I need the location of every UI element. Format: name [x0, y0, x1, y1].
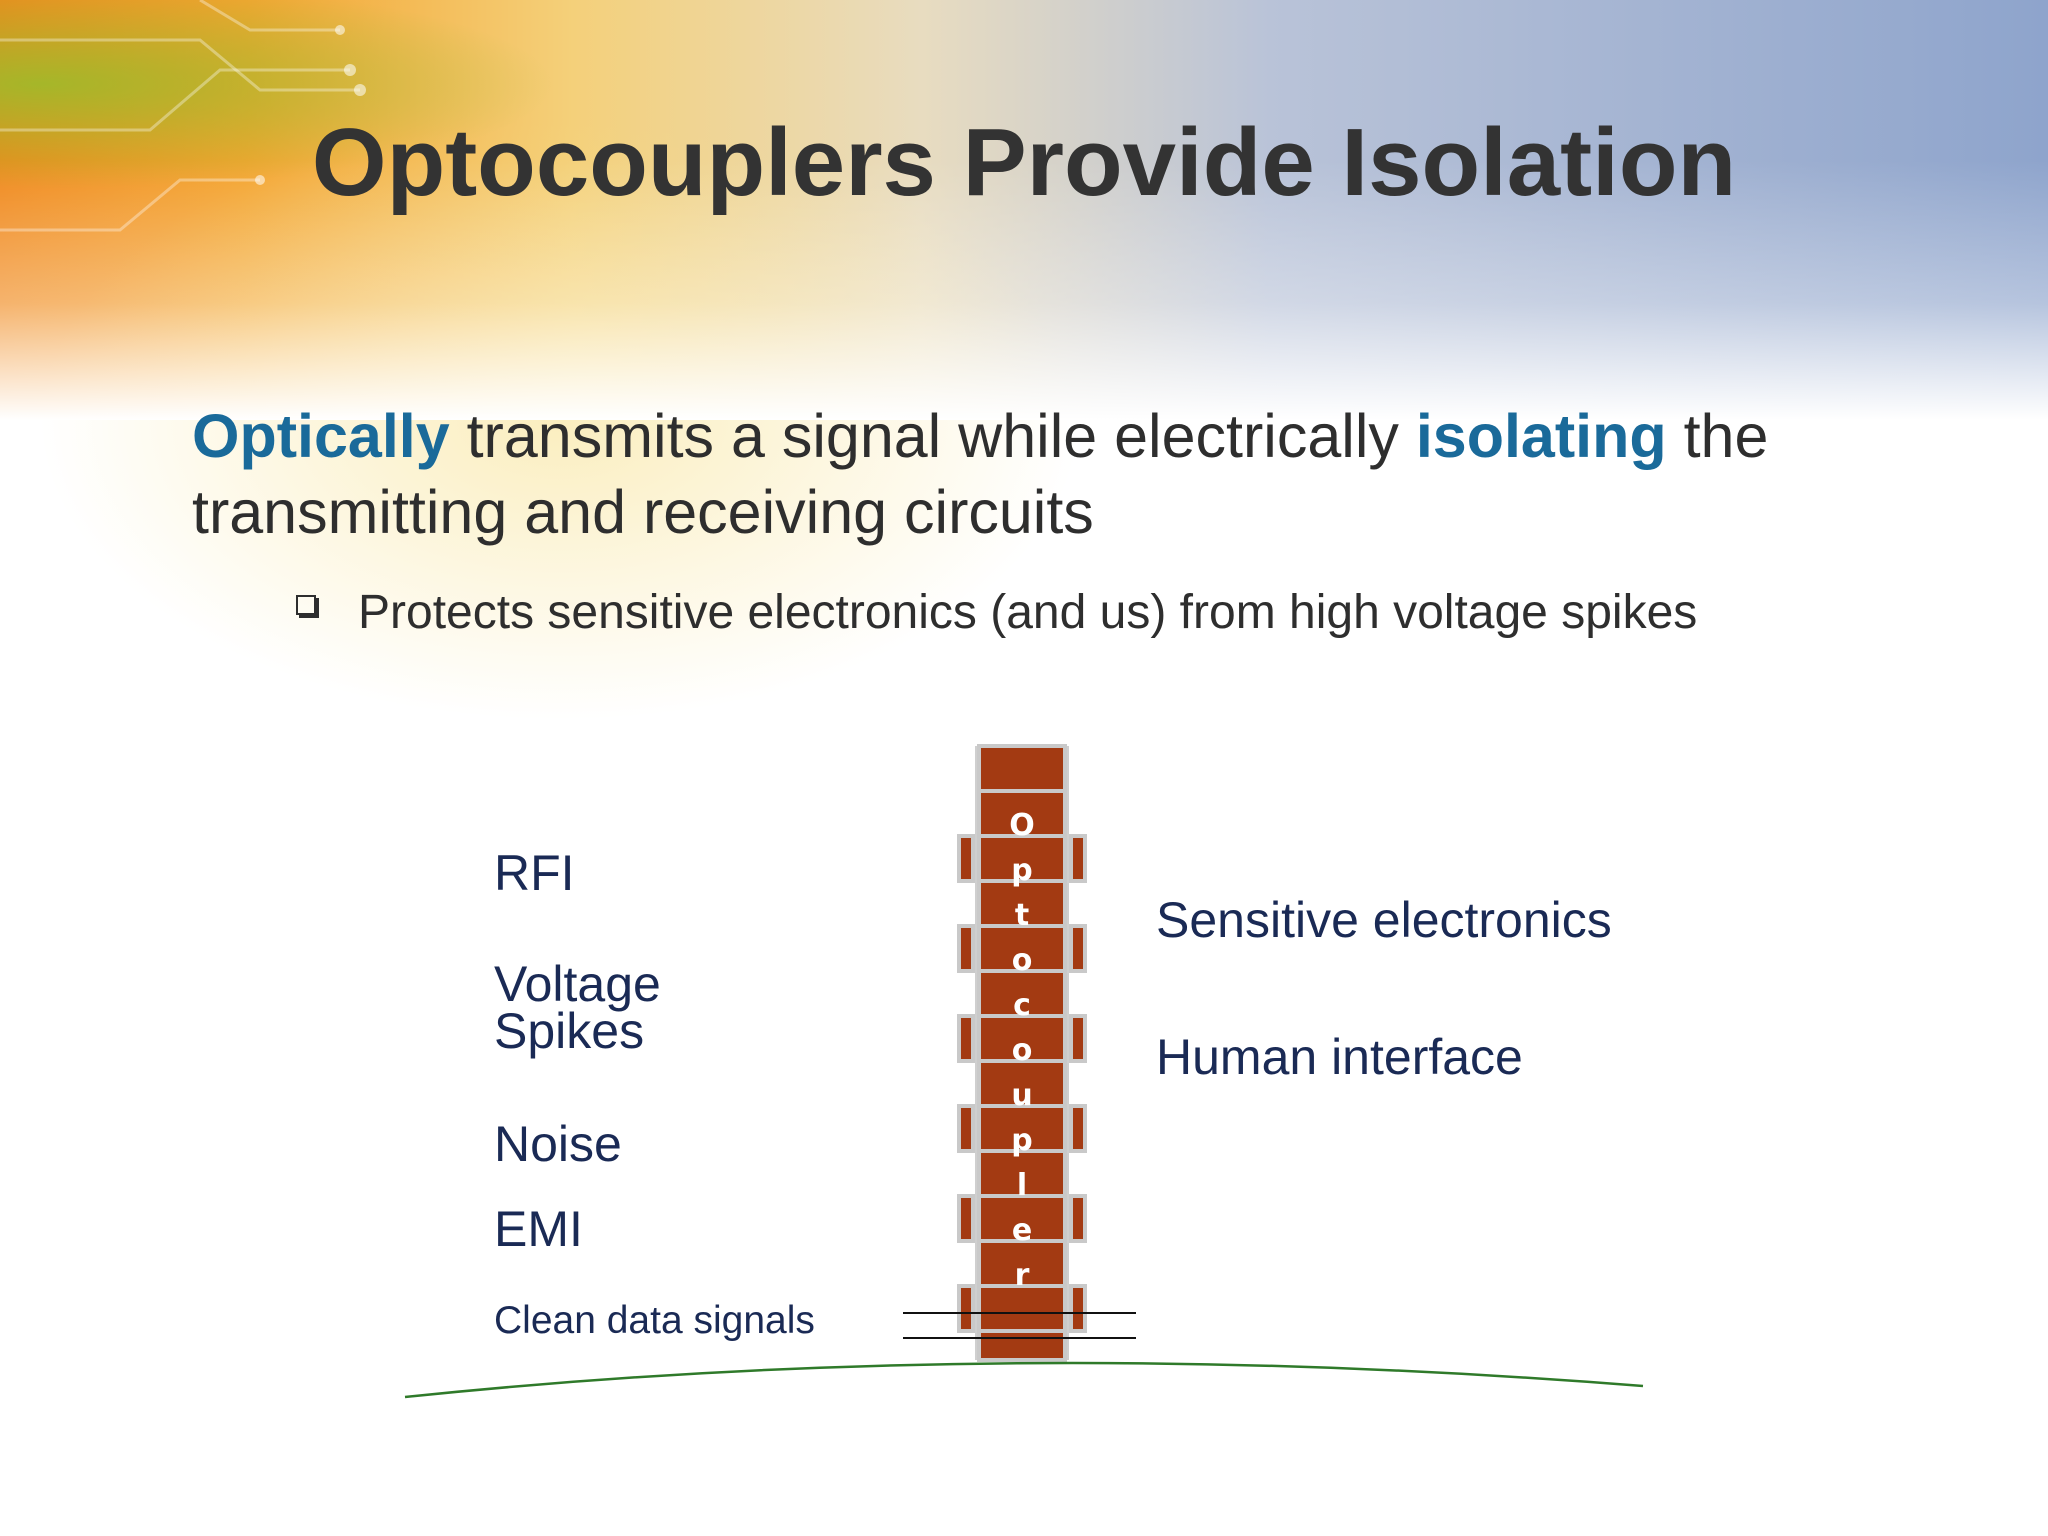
label-sensitive-electronics: Sensitive electronics — [1156, 892, 1612, 948]
wall-brick — [977, 1329, 1067, 1362]
body-text-part: transmits a signal while electrically — [449, 402, 1416, 470]
wall-brick-stub — [1069, 1104, 1087, 1153]
label-human-interface: Human interface — [1156, 1029, 1523, 1085]
label-emi: EMI — [494, 1201, 583, 1257]
label-voltage: Voltage — [494, 956, 661, 1012]
wall-letter: p — [1011, 1123, 1032, 1158]
wall-brick — [977, 744, 1067, 793]
body-paragraph: Optically transmits a signal while elect… — [192, 398, 1892, 550]
wall-letter: o — [1012, 943, 1033, 978]
highlight-optically: Optically — [192, 402, 450, 470]
wall-letter: t — [1015, 898, 1029, 933]
wall-brick-stub — [1069, 1284, 1087, 1333]
wall-brick-stub — [957, 1104, 975, 1153]
wall-brick-stub — [957, 834, 975, 883]
wall-brick — [977, 1059, 1067, 1108]
wall-brick — [977, 789, 1067, 838]
wall-brick-stub — [957, 1194, 975, 1243]
wall-letter: p — [1011, 853, 1032, 888]
label-spikes: Spikes — [494, 1003, 645, 1059]
body-text-part: the transmitting and receiving circuits — [192, 402, 1769, 546]
label-rfi: RFI — [494, 845, 575, 901]
wall-letter: l — [1017, 1168, 1027, 1203]
wall-brick — [977, 1194, 1067, 1243]
label-noise: Noise — [494, 1116, 622, 1172]
highlight-isolating: isolating — [1415, 402, 1667, 470]
brick-wall: Optocoupler — [957, 744, 1087, 1362]
wall-letter: e — [1012, 1213, 1032, 1248]
bullet-text: Protects sensitive electronics (and us) … — [358, 586, 1698, 639]
wall-brick-stub — [1069, 834, 1087, 883]
wall-brick — [977, 1014, 1067, 1063]
square-bullet-icon — [296, 595, 316, 615]
wall-letter: O — [1009, 808, 1035, 843]
slide-title: Optocouplers Provide Isolation — [311, 109, 1737, 216]
wall-letter: o — [1012, 1033, 1033, 1068]
wall-brick-stub — [957, 1014, 975, 1063]
wall-brick-stub — [957, 924, 975, 973]
ground-line — [404, 1361, 1644, 1399]
wall-letter: u — [1011, 1078, 1032, 1113]
wall-brick — [977, 1239, 1067, 1288]
wall-brick-stub — [957, 1284, 975, 1333]
wall-brick-stub — [1069, 1194, 1087, 1243]
wall-letter: c — [1013, 988, 1031, 1023]
wall-brick-stub — [1069, 924, 1087, 973]
wall-letter: r — [1015, 1258, 1030, 1293]
wall-brick — [977, 1104, 1067, 1153]
label-clean-data: Clean data signals — [494, 1299, 815, 1342]
wall-brick-stub — [1069, 1014, 1087, 1063]
wall-brick — [977, 924, 1067, 973]
